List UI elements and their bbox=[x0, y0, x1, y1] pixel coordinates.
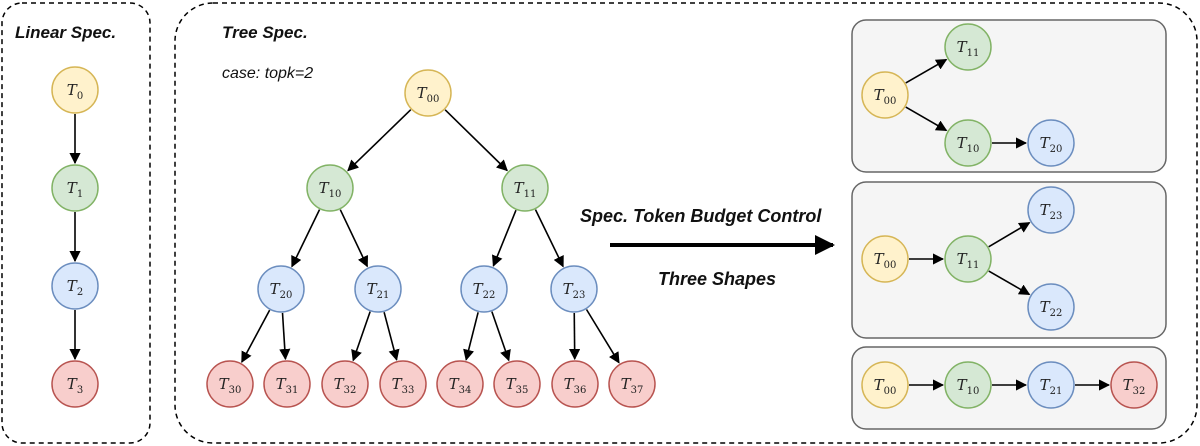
node-circle bbox=[51, 262, 99, 310]
shape1-edge-a00-a11 bbox=[905, 58, 948, 84]
tree-node-t20: T20 bbox=[257, 265, 305, 313]
tree-spec-title: Tree Spec. bbox=[222, 23, 308, 42]
tree-edge-t00-t10 bbox=[347, 109, 412, 172]
node-circle bbox=[51, 66, 99, 114]
tree-edge-t23-t37 bbox=[585, 309, 620, 364]
node-circle bbox=[1027, 283, 1075, 331]
node-circle bbox=[460, 265, 508, 313]
node-circle bbox=[861, 235, 909, 283]
node-circle bbox=[944, 361, 992, 409]
shape2-node-t00: T00 bbox=[861, 235, 909, 283]
tree-edge-t11-t23 bbox=[534, 209, 564, 268]
shape3-node-t10: T10 bbox=[944, 361, 992, 409]
node-circle bbox=[551, 360, 599, 408]
node-circle bbox=[493, 360, 541, 408]
node-circle bbox=[379, 360, 427, 408]
tree-node-t32: T32 bbox=[321, 360, 369, 408]
tree-edge-t21-t32 bbox=[351, 311, 371, 362]
tree-spec-panel bbox=[174, 2, 1198, 444]
node-circle bbox=[1110, 361, 1158, 409]
shape1-edge-a00-a10 bbox=[905, 106, 948, 132]
linear-spec-panel bbox=[1, 2, 151, 444]
node-circle bbox=[550, 265, 598, 313]
node-circle bbox=[861, 361, 909, 409]
tree-node-t34: T34 bbox=[436, 360, 484, 408]
shape2-edge-b11-b22 bbox=[988, 270, 1031, 296]
tree-node-t37: T37 bbox=[608, 360, 656, 408]
shape3-node-t21: T21 bbox=[1027, 361, 1075, 409]
tree-edge-t11-t22 bbox=[492, 209, 517, 267]
node-circle bbox=[206, 360, 254, 408]
shape-box-2 bbox=[851, 181, 1167, 339]
shape3-node-t32: T32 bbox=[1110, 361, 1158, 409]
tree-node-t21: T21 bbox=[354, 265, 402, 313]
tree-edge-t22-t35 bbox=[491, 311, 511, 362]
node-circle bbox=[257, 265, 305, 313]
tree-node-t30: T30 bbox=[206, 360, 254, 408]
tree-edge-t21-t33 bbox=[383, 312, 400, 361]
case-label: case: topk=2 bbox=[222, 65, 313, 82]
node-circle bbox=[306, 164, 354, 212]
shape-box-3 bbox=[851, 346, 1167, 430]
budget-control-label: Spec. Token Budget Control bbox=[580, 206, 822, 226]
linear-node-t3: T3 bbox=[51, 360, 99, 408]
tree-node-t33: T33 bbox=[379, 360, 427, 408]
tree-node-t35: T35 bbox=[493, 360, 541, 408]
tree-edge-t00-t11 bbox=[444, 109, 508, 172]
node-circle bbox=[501, 164, 549, 212]
linear-spec-title: Linear Spec. bbox=[15, 23, 116, 42]
node-circle bbox=[608, 360, 656, 408]
node-circle bbox=[861, 71, 909, 119]
node-circle bbox=[944, 119, 992, 167]
shape3-node-t00: T00 bbox=[861, 361, 909, 409]
linear-node-t1: T1 bbox=[51, 164, 99, 212]
node-circle bbox=[354, 265, 402, 313]
node-circle bbox=[321, 360, 369, 408]
shape1-node-t10: T10 bbox=[944, 119, 992, 167]
shape2-edge-b11-b23 bbox=[988, 222, 1031, 248]
shape1-node-t00: T00 bbox=[861, 71, 909, 119]
node-circle bbox=[436, 360, 484, 408]
linear-node-t2: T2 bbox=[51, 262, 99, 310]
node-circle bbox=[404, 69, 452, 117]
node-circle bbox=[1027, 119, 1075, 167]
tree-node-t23: T23 bbox=[550, 265, 598, 313]
node-circle bbox=[51, 360, 99, 408]
node-circle bbox=[51, 164, 99, 212]
node-circle bbox=[1027, 361, 1075, 409]
shape2-node-t11: T11 bbox=[944, 235, 992, 283]
tree-edge-t22-t34 bbox=[463, 312, 479, 361]
node-circle bbox=[944, 235, 992, 283]
shape1-node-t20: T20 bbox=[1027, 119, 1075, 167]
node-circle bbox=[1027, 186, 1075, 234]
tree-edge-t20-t31 bbox=[279, 312, 291, 361]
tree-node-t00: T00 bbox=[404, 69, 452, 117]
node-circle bbox=[944, 23, 992, 71]
tree-node-t22: T22 bbox=[460, 265, 508, 313]
shape2-node-t22: T22 bbox=[1027, 283, 1075, 331]
tree-node-t36: T36 bbox=[551, 360, 599, 408]
three-shapes-label: Three Shapes bbox=[658, 269, 776, 289]
node-circle bbox=[263, 360, 311, 408]
tree-edge-t10-t21 bbox=[339, 209, 369, 268]
tree-edge-t10-t20 bbox=[291, 209, 321, 268]
tree-node-t10: T10 bbox=[306, 164, 354, 212]
shape-box-1 bbox=[851, 19, 1167, 173]
shape2-node-t23: T23 bbox=[1027, 186, 1075, 234]
tree-edge-t20-t30 bbox=[241, 309, 271, 363]
tree-node-t31: T31 bbox=[263, 360, 311, 408]
tree-node-t11: T11 bbox=[501, 164, 549, 212]
linear-node-t0: T0 bbox=[51, 66, 99, 114]
shape1-node-t11: T11 bbox=[944, 23, 992, 71]
